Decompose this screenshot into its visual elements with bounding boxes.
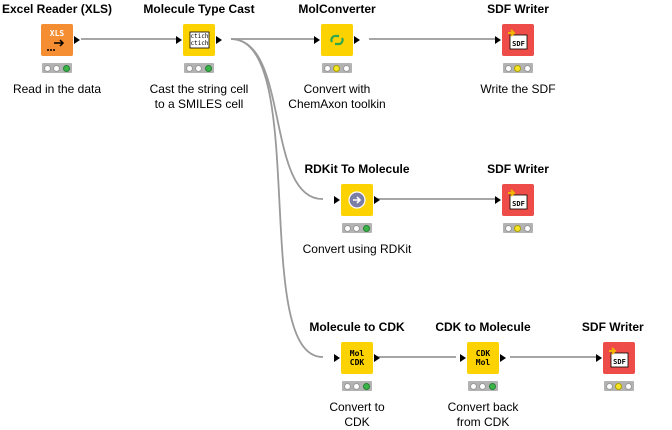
status-light-green [362,382,370,390]
sdf-writer-icon[interactable]: SDF [502,24,534,56]
node-title: Molecule Type Cast [143,2,255,16]
status-light-red [324,64,332,72]
output-port[interactable] [354,36,360,44]
status-light-red [186,64,194,72]
status-light-yellow [353,382,361,390]
type-cast-icon[interactable]: ctich ctich [183,24,215,56]
status-light-green [523,64,531,72]
status-light-green [624,382,632,390]
input-port[interactable] [495,196,501,204]
input-port[interactable] [460,354,466,362]
xls-label: XLS [49,29,65,38]
node-status [342,223,372,233]
input-port[interactable] [314,36,320,44]
output-port[interactable] [500,354,506,362]
status-light-red [344,382,352,390]
status-light-yellow [615,382,623,390]
node-title: CDK to Molecule [435,320,531,334]
sdf-label: SDF [512,200,525,208]
sdf-writer-icon[interactable]: SDF [603,342,635,374]
status-light-yellow [514,224,522,232]
node-status [503,63,533,73]
cast-text-2: ctich [190,40,209,47]
status-light-green [342,64,350,72]
node-status [42,63,72,73]
status-light-red [344,224,352,232]
status-light-green [62,64,70,72]
input-port[interactable] [334,354,340,362]
node-title: Molecule to CDK [309,320,405,334]
node-status [342,381,372,391]
status-light-green [204,64,212,72]
status-light-yellow [479,382,487,390]
node-caption[interactable]: Convert with ChemAxon toolkin [288,82,386,111]
input-port[interactable] [334,196,340,204]
node-status [322,63,352,73]
input-port[interactable] [495,36,501,44]
cast-text-1: ctich [190,33,209,40]
node-caption[interactable]: Convert back from CDK [447,400,519,429]
cdk-to-mol-icon[interactable]: CDK Mol [467,342,499,374]
node-caption[interactable]: Convert using RDKit [302,242,412,256]
mol-to-cdk-icon[interactable]: Mol CDK [341,342,373,374]
node-caption[interactable]: Cast the string cell to a SMILES cell [149,82,249,111]
status-light-yellow [195,64,203,72]
status-light-green [488,382,496,390]
status-light-red [505,224,513,232]
node-caption[interactable]: Write the SDF [480,82,556,96]
connection-cast-to-mol-to-cdk[interactable] [230,38,324,358]
cdk-label: CDK [475,349,491,358]
status-light-green [362,224,370,232]
input-port[interactable] [596,354,602,362]
xls-reader-icon[interactable]: XLS [41,24,73,56]
output-port[interactable] [74,36,80,44]
output-port[interactable] [216,36,222,44]
mol-label: Mol [349,349,365,358]
sdf-writer-icon[interactable]: SDF [502,184,534,216]
node-title: SDF Writer [487,2,549,16]
node-status [184,63,214,73]
cdk-label: CDK [349,358,365,367]
sdf-label: SDF [613,358,626,366]
node-title: MolConverter [298,2,376,16]
status-light-yellow [353,224,361,232]
mol-label: Mol [475,358,491,367]
status-light-green [523,224,531,232]
node-title: SDF Writer [487,162,549,176]
status-light-red [470,382,478,390]
output-port[interactable] [374,354,380,362]
node-status [503,223,533,233]
status-light-red [505,64,513,72]
node-status [468,381,498,391]
node-status [604,381,634,391]
status-light-red [606,382,614,390]
node-caption[interactable]: Convert to CDK [329,400,385,429]
output-port[interactable] [374,196,380,204]
node-title: Excel Reader (XLS) [1,2,113,16]
node-caption[interactable]: Read in the data [12,82,102,96]
status-light-yellow [514,64,522,72]
status-light-red [44,64,52,72]
node-title: RDKit To Molecule [304,162,410,176]
chemaxon-icon[interactable] [321,24,353,56]
node-title: SDF Writer [581,320,644,334]
rdkit-icon[interactable] [341,184,373,216]
input-port[interactable] [176,36,182,44]
sdf-label: SDF [512,40,525,48]
status-light-yellow [53,64,61,72]
status-light-yellow [333,64,341,72]
